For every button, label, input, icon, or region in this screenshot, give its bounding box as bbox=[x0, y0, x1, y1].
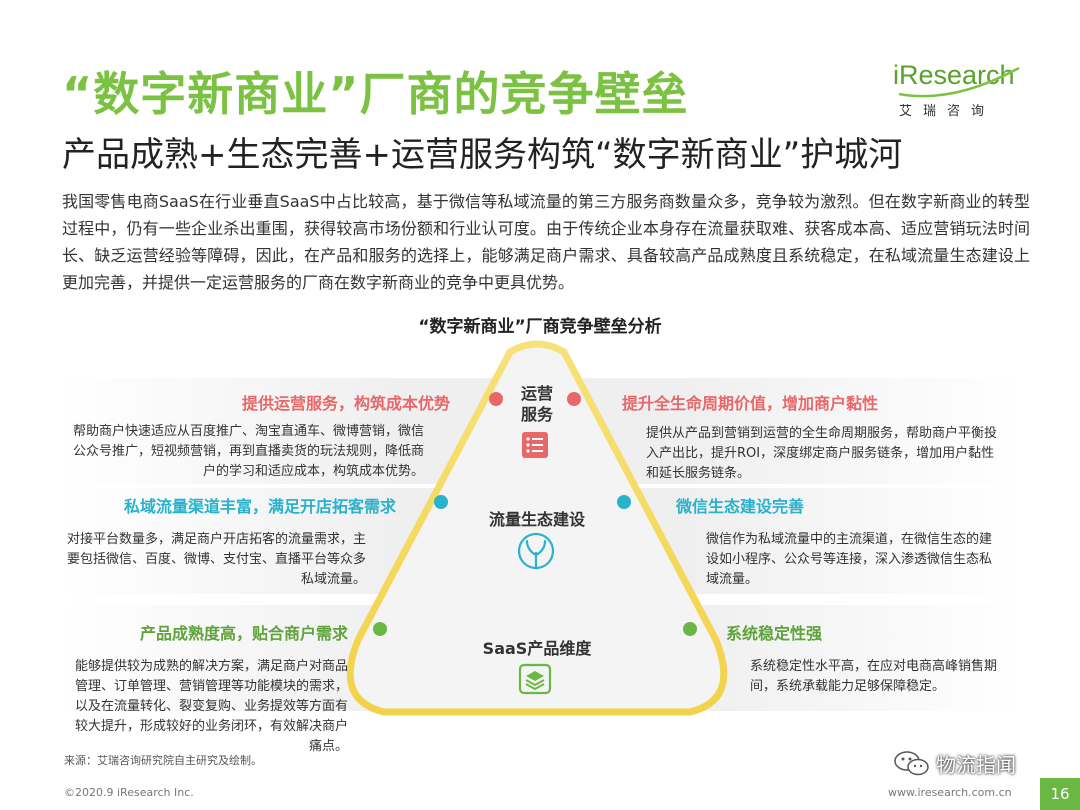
watermark: 物流指闻 bbox=[892, 747, 1040, 779]
dot-right-middle bbox=[617, 495, 631, 509]
logo-chinese-text: 艾瑞咨询 bbox=[899, 104, 996, 119]
list-icon bbox=[522, 432, 548, 458]
left-heading-traffic: 私域流量渠道丰富，满足开店拓客需求 bbox=[123, 497, 396, 516]
right-desc-saas: 系统稳定性水平高，在应对电商高峰销售期间，系统承载能力足够保障稳定。 bbox=[750, 659, 998, 694]
copyright: ©2020.9 iResearch Inc. bbox=[64, 786, 194, 799]
watermark-text: 物流指闻 bbox=[936, 753, 1016, 777]
dot-right-top bbox=[567, 392, 581, 406]
logo-swoosh-icon bbox=[898, 66, 1020, 98]
dot-right-bottom bbox=[683, 622, 697, 636]
tier-label-saas: SaaS产品维度 bbox=[482, 639, 592, 658]
right-desc-traffic: 微信作为私域流量中的主流渠道，在微信生态的建设如小程序、公众号等连接，深入渗透微… bbox=[706, 532, 993, 587]
right-heading-traffic: 微信生态建设完善 bbox=[676, 497, 805, 516]
left-heading-saas: 产品成熟度高，贴合商户需求 bbox=[139, 624, 348, 643]
page-number: 16 bbox=[1040, 778, 1080, 810]
logo-brand-text: iResearch bbox=[893, 60, 1015, 90]
left-heading-operations: 提供运营服务，构筑成本优势 bbox=[241, 394, 450, 413]
right-desc-operations: 提供从产品到营销到运营的全生命周期服务，帮助商户平衡投入产出比，提升ROI，深度… bbox=[646, 426, 998, 481]
left-desc-operations: 帮助商户快速适应从百度推广、淘宝直通车、微博营销，微信公众号推广，短视频营销，再… bbox=[72, 424, 424, 479]
sprout-icon bbox=[517, 532, 555, 570]
source-note: 来源：艾瑞咨询研究院自主研究及绘制。 bbox=[64, 754, 262, 767]
iresearch-logo: iResearch 艾瑞咨询 bbox=[893, 60, 1023, 124]
right-heading-saas: 系统稳定性强 bbox=[726, 624, 823, 643]
intro-paragraph: 我国零售电商SaaS在行业垂直SaaS中占比较高，基于微信等私域流量的第三方服务… bbox=[62, 192, 1030, 292]
dot-left-top bbox=[489, 392, 503, 406]
chart-title: “数字新商业”厂商竞争壁垒分析 bbox=[418, 317, 662, 337]
right-heading-operations: 提升全生命周期价值，增加商户黏性 bbox=[622, 394, 879, 413]
page-subtitle: 产品成熟+生态完善+运营服务构筑“数字新商业”护城河 bbox=[62, 135, 903, 175]
wechat-icon bbox=[894, 751, 929, 776]
layers-icon bbox=[518, 663, 552, 695]
dot-left-bottom bbox=[373, 622, 387, 636]
dot-left-middle bbox=[434, 495, 448, 509]
page-title: “数字新商业”厂商的竞争壁垒 bbox=[62, 67, 689, 121]
tier-label-traffic: 流量生态建设 bbox=[488, 510, 585, 529]
left-desc-saas: 能够提供较为成熟的解决方案，满足商户对商品管理、订单管理、营销管理等功能模块的需… bbox=[74, 659, 348, 754]
tier-label-operations: 运营 服务 bbox=[520, 384, 553, 424]
website: www.iresearch.com.cn bbox=[888, 786, 1012, 799]
left-desc-traffic: 对接平台数量多，满足商户开店拓客的流量需求，主要包括微信、百度、微博、支付宝、直… bbox=[66, 532, 366, 587]
pyramid-shape bbox=[346, 340, 728, 716]
